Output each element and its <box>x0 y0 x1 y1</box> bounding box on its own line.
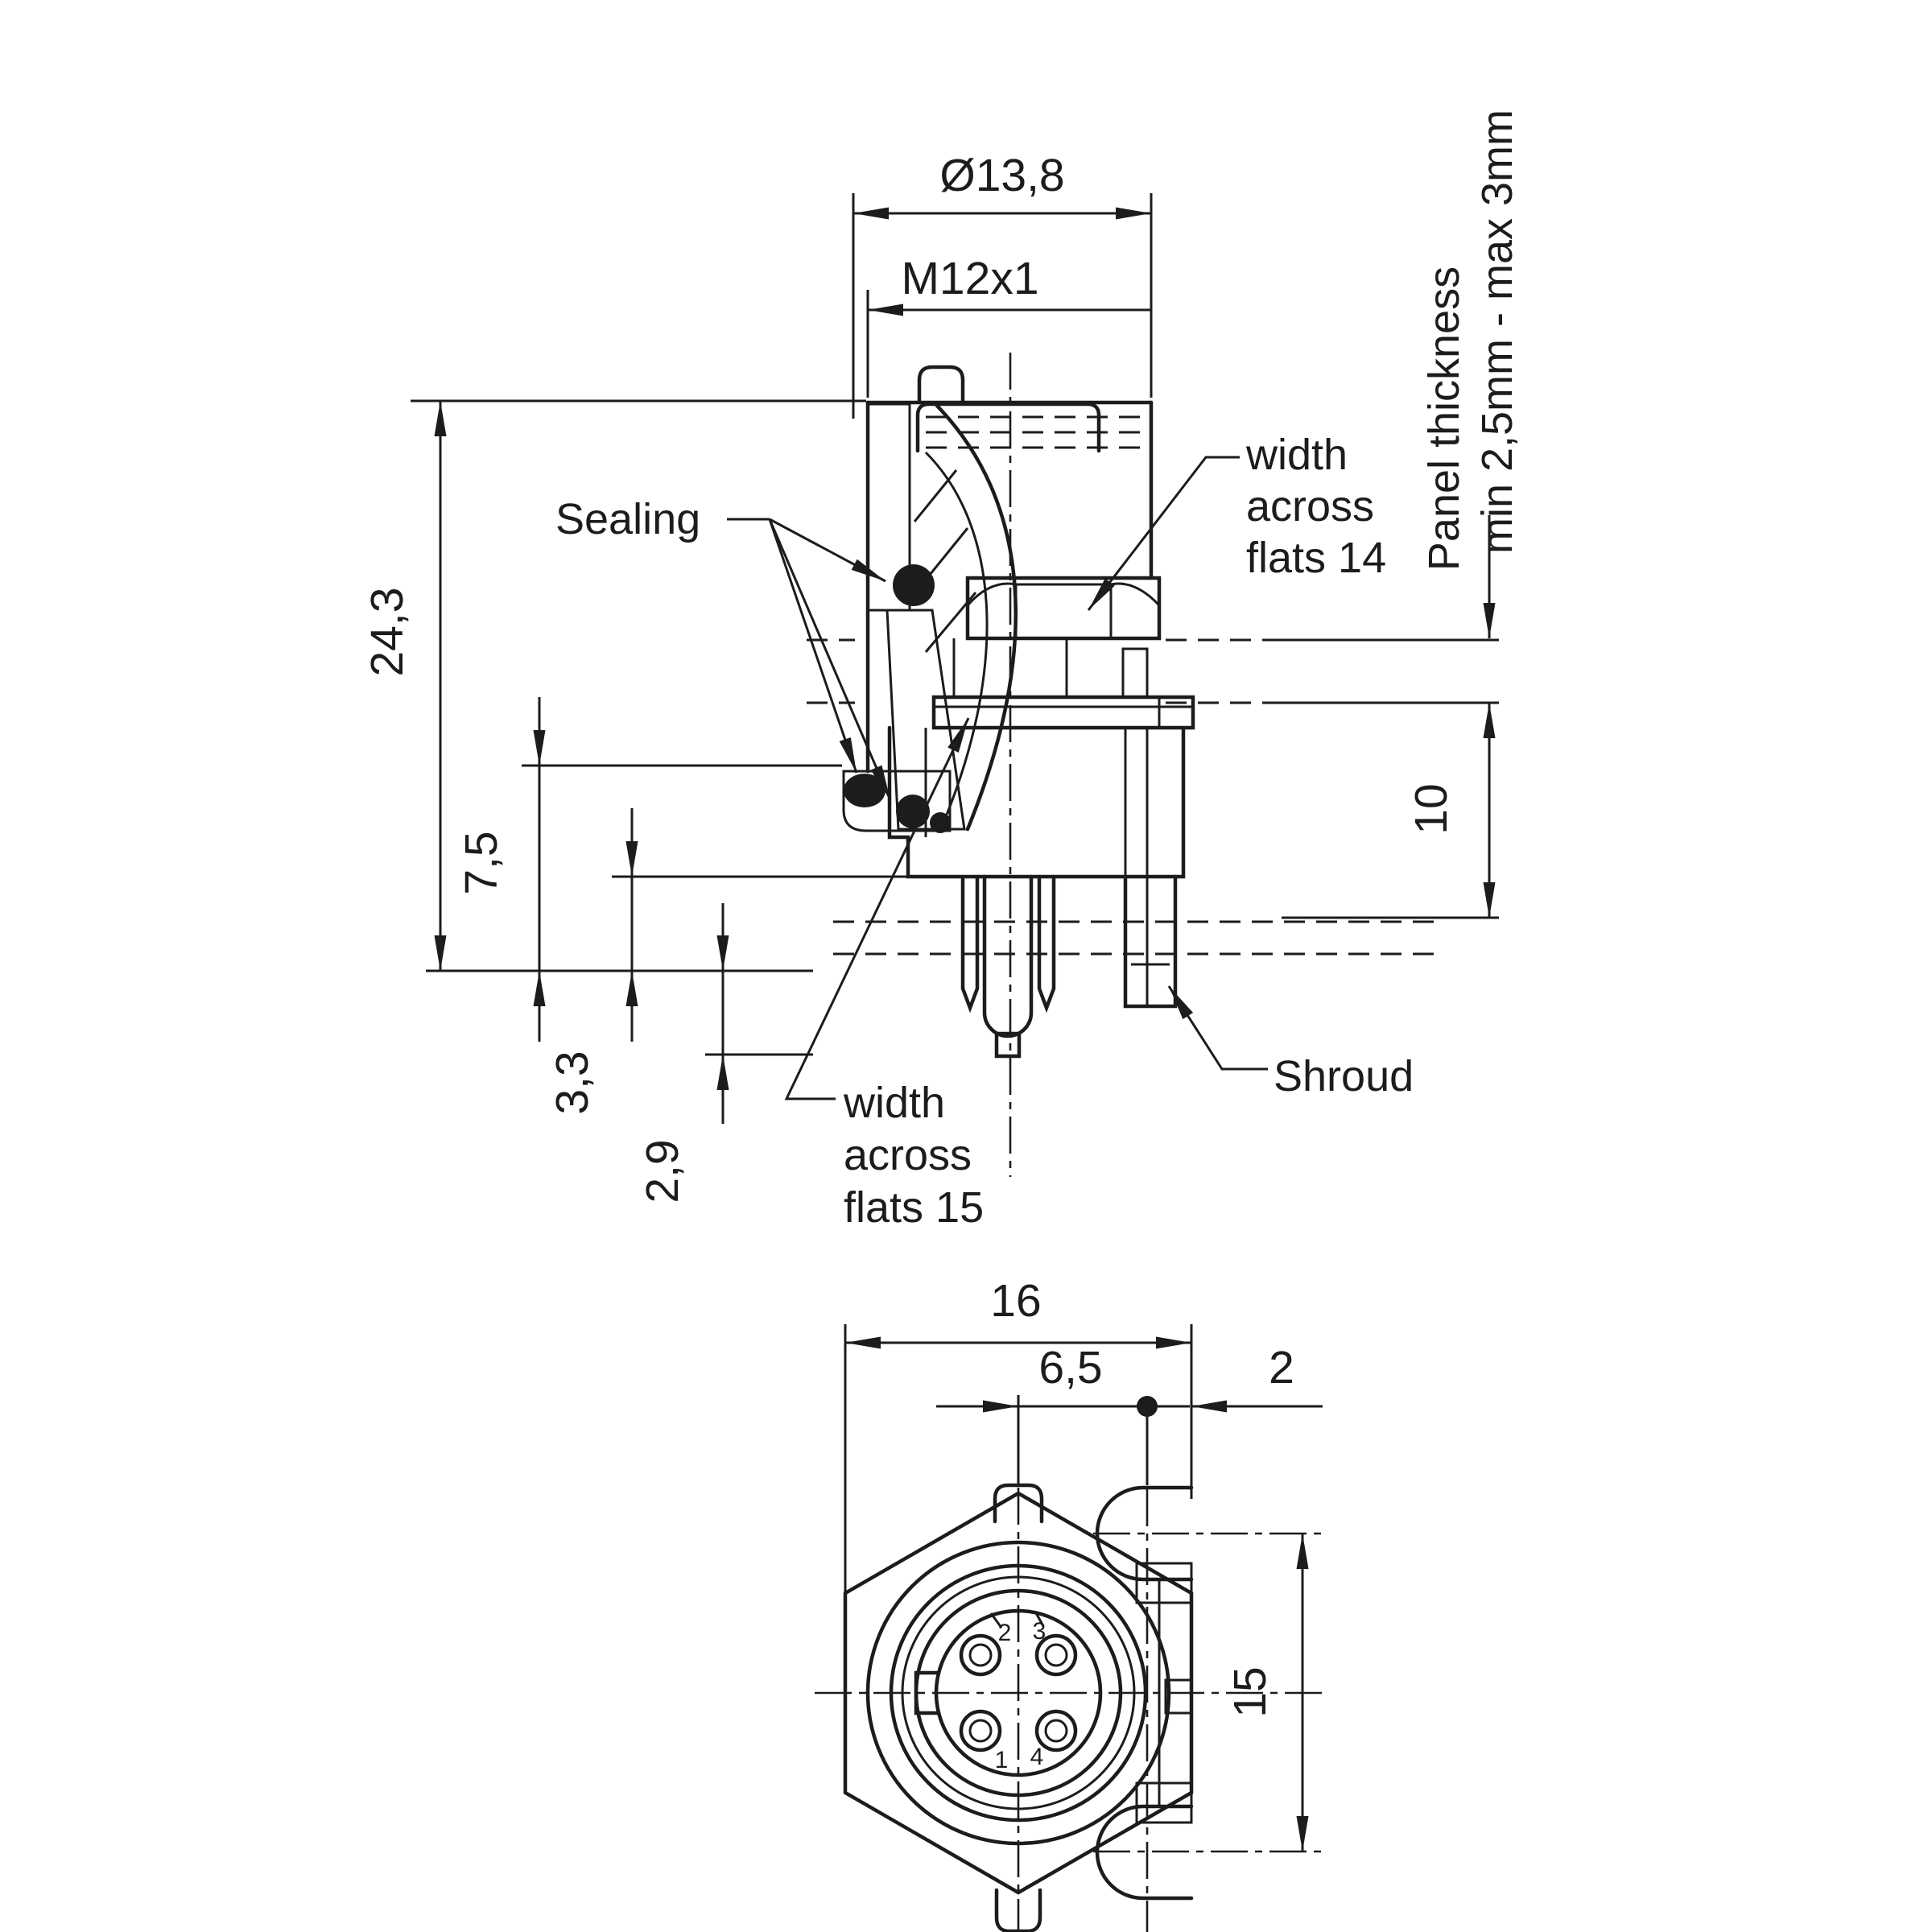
dim-label-overall-height: 24,3 <box>361 588 413 677</box>
gasket-seal-dot-right <box>896 795 930 828</box>
dim-label-front-width: 16 <box>990 1275 1041 1327</box>
dim-diameter-13-8: Ø13,8 <box>852 150 1153 419</box>
o-ring-section <box>893 564 935 606</box>
lower-housing <box>887 725 1186 879</box>
panel-reference: Panel thickness min 2,5mm - max 3mm <box>807 109 1521 704</box>
dim-label-clip-height: 15 <box>1224 1666 1276 1717</box>
dim-front-width-16: 16 <box>844 1275 1193 1600</box>
waf15-line3: flats 15 <box>844 1183 984 1232</box>
section-hatch-wedge <box>886 609 966 831</box>
gasket-seal-dot-small <box>930 812 951 833</box>
gasket-seal-dot-left <box>844 774 886 807</box>
annotation-shroud: Shroud <box>1167 985 1414 1100</box>
key-tab <box>917 365 965 405</box>
shroud-skirt <box>1123 874 1178 1009</box>
dim-label-diameter: Ø13,8 <box>939 150 1064 201</box>
sealing-label: Sealing <box>555 495 700 543</box>
dim-label-clip-gap: 2 <box>1269 1342 1294 1393</box>
annotation-waf14: width across flats 14 <box>1087 431 1386 611</box>
dim-step-height-3-3: 3,3 <box>547 808 906 1115</box>
insert-notch <box>989 1611 1045 1629</box>
dim-label-step-height: 3,3 <box>547 1051 598 1114</box>
pin-number-4: 4 <box>1030 1744 1044 1770</box>
mounting-clip <box>1095 1485 1194 1901</box>
insert-keyway <box>914 1670 941 1715</box>
hex-nut-side <box>965 576 1162 641</box>
dim-label-rear-height: 7,5 <box>456 831 507 894</box>
pin-number-3: 3 <box>1033 1618 1046 1645</box>
seal-profile-outer <box>935 403 1018 832</box>
dim-label-clip-offset: 6,5 <box>1038 1342 1102 1393</box>
dim-clip-height-15: 15 <box>1224 1534 1309 1852</box>
dim-rear-height-7-5: 7,5 <box>456 697 842 1042</box>
waf14-line1: width <box>1245 431 1348 479</box>
pin-number-2: 2 <box>998 1620 1012 1646</box>
flat-gasket-section <box>842 770 952 832</box>
dim-dot <box>1137 1396 1158 1417</box>
face-key-tab-bottom <box>994 1888 1042 1932</box>
panel-thickness-range: min 2,5mm - max 3mm <box>1473 109 1521 554</box>
dim-thread-m12x1: M12x1 <box>866 253 1151 398</box>
pin-number-1: 1 <box>995 1747 1009 1773</box>
dim-behind-panel-10: 10 <box>1282 703 1499 919</box>
dim-label-pin-protrusion: 2,9 <box>637 1139 688 1203</box>
dim-label-thread: M12x1 <box>901 253 1038 304</box>
waf15-line2: across <box>844 1131 972 1179</box>
shroud-label: Shroud <box>1274 1052 1414 1100</box>
solder-pins <box>960 874 1056 1059</box>
insert-outline <box>934 1608 1103 1777</box>
dim-pin-protrusion-2-9: 2,9 <box>637 903 813 1203</box>
dim-clip-offset-6-5: 6,5 2 <box>936 1342 1323 1485</box>
socket-holes <box>959 1633 1078 1752</box>
flange <box>931 695 1195 730</box>
front-view: 2 3 1 4 <box>815 1483 1327 1932</box>
annotation-sealing: Sealing <box>555 495 892 801</box>
panel-thickness-label: Panel thickness <box>1420 266 1468 571</box>
side-view-cross-section <box>833 353 1445 1177</box>
dim-overall-height-24-3: 24,3 <box>361 399 866 972</box>
annotation-waf15: width across flats 15 <box>784 717 984 1232</box>
face-key-tab-top <box>993 1483 1044 1524</box>
dim-label-behind-panel: 10 <box>1406 783 1457 834</box>
waf14-line2: across <box>1246 482 1374 530</box>
waf14-line3: flats 14 <box>1246 534 1386 582</box>
waf15-line1: width <box>843 1079 945 1127</box>
